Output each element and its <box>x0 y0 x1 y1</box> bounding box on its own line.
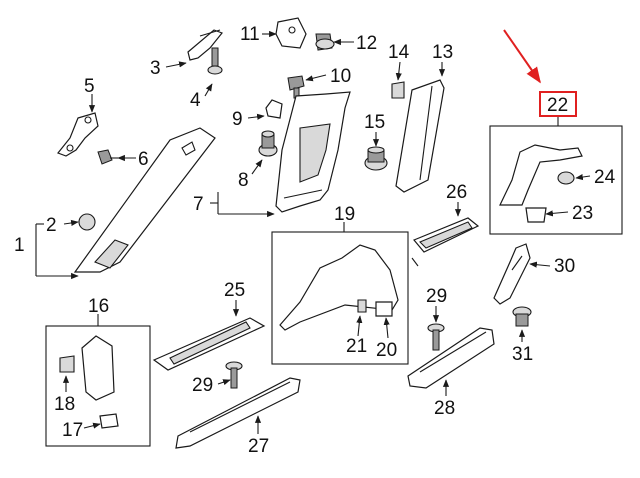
part-scuff-plate-25 <box>152 317 266 371</box>
callout-16: 16 <box>88 296 109 317</box>
part-screw-29-right <box>427 323 445 351</box>
callout-27: 27 <box>248 436 269 457</box>
callout-19: 19 <box>334 204 355 225</box>
callout-13: 13 <box>432 42 453 63</box>
part-clip-12 <box>315 33 335 51</box>
callout-15: 15 <box>364 112 385 133</box>
callout-18: 18 <box>54 394 75 415</box>
part-grommet-8 <box>258 130 278 157</box>
part-bracket-30 <box>493 243 531 305</box>
callout-11: 11 <box>240 24 260 45</box>
part-sill-28 <box>407 327 495 389</box>
leader-lines <box>35 30 591 434</box>
callout-24: 24 <box>594 167 616 188</box>
callout-5: 5 <box>84 76 95 97</box>
part-screw-4 <box>207 47 223 75</box>
callout-21: 21 <box>346 336 367 357</box>
part-trim-26 <box>411 217 480 267</box>
part-bolt-10 <box>287 75 305 99</box>
highlight-box-22 <box>539 91 577 117</box>
part-bracket-3 <box>187 29 223 61</box>
callout-7: 7 <box>193 194 204 215</box>
callout-12: 12 <box>356 33 377 54</box>
callout-4: 4 <box>190 90 201 111</box>
callout-9: 9 <box>232 109 243 130</box>
callout-23: 23 <box>572 203 593 224</box>
part-b-pillar-trim-7 <box>275 91 351 213</box>
part-clip-2 <box>78 213 96 231</box>
part-clip-panel-11 <box>275 17 307 49</box>
callout-29-right: 29 <box>426 286 447 307</box>
callout-29-left: 29 <box>192 375 213 396</box>
part-bracket-5 <box>57 112 99 157</box>
callout-1: 1 <box>14 235 25 256</box>
callout-10: 10 <box>330 66 351 87</box>
callout-14: 14 <box>388 42 410 63</box>
part-c-pillar-trim-13 <box>395 79 445 193</box>
callout-28: 28 <box>434 398 455 419</box>
part-grommet-31 <box>512 306 532 327</box>
callout-8: 8 <box>238 170 249 191</box>
callout-2: 2 <box>46 215 57 236</box>
part-grommet-15 <box>364 146 388 171</box>
box-group-22 <box>489 125 623 235</box>
highlight-arrow <box>503 29 541 84</box>
callout-26: 26 <box>446 182 467 203</box>
callout-22: 22 <box>547 95 568 116</box>
part-screw-29-left <box>225 361 243 389</box>
callout-25: 25 <box>224 280 245 301</box>
part-a-pillar-trim <box>73 127 216 273</box>
callout-labels: 1 2 3 4 5 6 7 8 9 10 11 12 13 14 15 16 1… <box>14 24 616 457</box>
part-sill-27 <box>175 377 301 449</box>
callout-30: 30 <box>554 256 575 277</box>
part-bolt-6 <box>97 149 118 165</box>
callout-17: 17 <box>62 420 83 441</box>
callout-31: 31 <box>512 344 533 365</box>
part-clip-9 <box>265 99 283 119</box>
callout-6: 6 <box>138 149 149 170</box>
callout-3: 3 <box>150 58 161 79</box>
box-group-19 <box>271 231 409 365</box>
part-clip-14 <box>391 81 405 99</box>
callout-20: 20 <box>376 340 397 361</box>
